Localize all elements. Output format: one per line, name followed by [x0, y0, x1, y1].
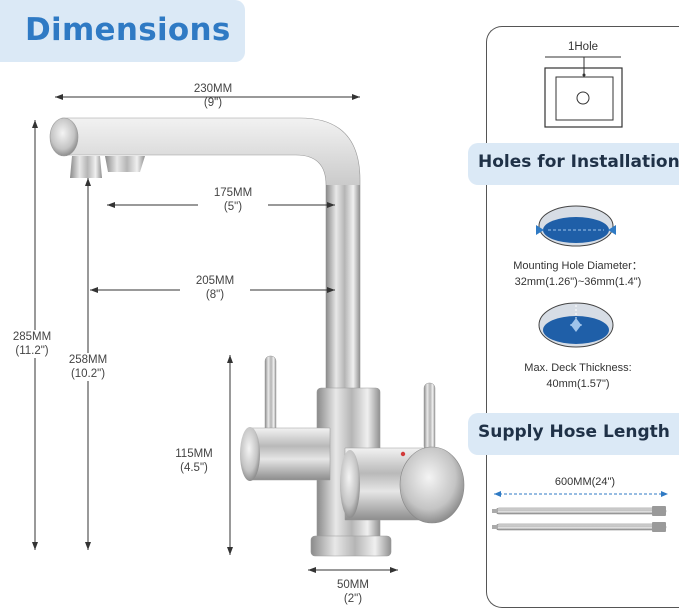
- dim-285-mm: 285MM: [12, 331, 52, 343]
- hose-length-value: 600MM(24"): [540, 474, 630, 490]
- dim-115-inch: (4.5"): [180, 462, 208, 474]
- dim-230-mm: 230MM: [193, 83, 233, 95]
- dim-205-inch: (8"): [205, 289, 225, 301]
- deck-thickness-value: 40mm(1.57"): [546, 378, 610, 390]
- mounting-hole-label: Mounting Hole Diameter：: [513, 260, 643, 272]
- supply-hose-icon: [492, 491, 668, 532]
- dim-115-label: 115MM (4.5"): [164, 447, 224, 475]
- page-title: Dimensions: [25, 12, 231, 48]
- dim-285-inch: (11.2"): [15, 345, 49, 357]
- mounting-hole-value: 32mm(1.26")~36mm(1.4"): [514, 276, 642, 288]
- deck-thickness-icon: [538, 302, 614, 348]
- deck-thickness-label: Max. Deck Thickness:: [524, 362, 632, 374]
- holes-heading: Holes for Installation: [478, 152, 679, 172]
- holes-heading-box: Holes for Installation: [468, 143, 679, 185]
- dim-205-mm: 205MM: [195, 275, 235, 287]
- dim-175-mm: 175MM: [213, 187, 253, 199]
- dim-175-inch: (5"): [223, 201, 243, 213]
- hose-heading-box: Supply Hose Length: [468, 413, 679, 455]
- dim-258-label: 258MM (10.2"): [58, 353, 118, 381]
- dim-205-label: 205MM (8"): [180, 274, 250, 302]
- one-hole-label: 1Hole: [567, 41, 599, 53]
- dimension-arrows: [32, 94, 398, 573]
- one-hole-diagram: [544, 56, 623, 128]
- title-banner: Dimensions: [0, 0, 245, 62]
- dim-258-mm: 258MM: [68, 354, 108, 366]
- dim-230-label: 230MM (9"): [178, 82, 248, 110]
- mounting-hole-icon: [536, 205, 616, 247]
- dim-115-mm: 115MM: [175, 448, 213, 460]
- hose-heading: Supply Hose Length: [478, 422, 670, 442]
- info-panel: [486, 26, 679, 608]
- dim-175-label: 175MM (5"): [198, 186, 268, 214]
- dim-50-mm: 50MM: [337, 579, 369, 591]
- faucet-body: [240, 355, 465, 557]
- dim-285-label: 285MM (11.2"): [2, 330, 62, 358]
- dim-50-label: 50MM (2"): [318, 578, 388, 606]
- dim-50-inch: (2"): [343, 593, 363, 605]
- dim-258-inch: (10.2"): [70, 368, 106, 380]
- dim-230-inch: (9"): [203, 97, 223, 109]
